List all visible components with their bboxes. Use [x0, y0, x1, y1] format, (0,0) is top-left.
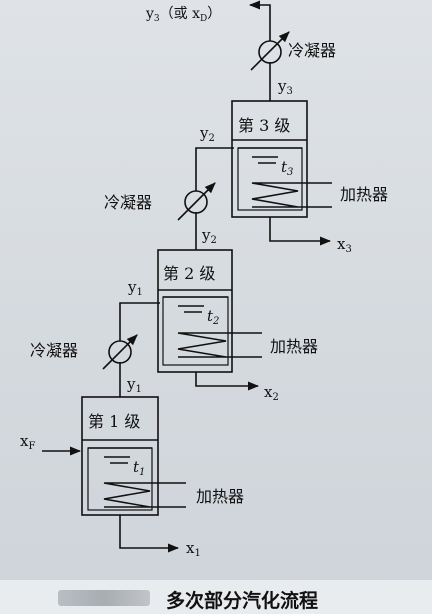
stage-2-heater-coil: [177, 332, 262, 358]
figure-caption: 多次部分汽化流程: [166, 590, 319, 612]
final-product-label: y3（或 xD）: [145, 6, 221, 24]
y2-bottom-label: y2: [201, 226, 217, 246]
y1-bottom-label: y1: [126, 375, 142, 395]
y3-mid-label: y3: [277, 77, 293, 97]
figure-number-smudge: [58, 590, 150, 606]
y2-top-label: y2: [199, 124, 215, 144]
x1-outlet: [119, 515, 180, 553]
stage-1-temp: t1: [133, 458, 145, 478]
stage-2-temp: t2: [207, 307, 219, 327]
stage-1-title: 第 1 级: [88, 412, 140, 431]
stage-1-heater-label: 加热器: [196, 487, 244, 506]
condenser-3-label: 冷凝器: [288, 41, 336, 60]
stage-1-heater-coil: [103, 482, 186, 508]
final-vapor-outlet: [248, 0, 271, 41]
condenser-2-label: 冷凝器: [104, 193, 152, 212]
condenser-1-label: 冷凝器: [30, 341, 78, 360]
stage-3-temp: t3: [281, 158, 293, 178]
stage-3-heater-label: 加热器: [340, 185, 388, 204]
x2-label: x2: [264, 383, 279, 403]
x2-outlet: [195, 372, 260, 391]
stage-2-heater-label: 加热器: [270, 337, 318, 356]
stage-3-title: 第 3 级: [238, 116, 290, 135]
x3-outlet: [269, 217, 332, 246]
stage-2-vessel: [157, 249, 262, 373]
stage-2-title: 第 2 级: [163, 264, 215, 283]
x3-label: x3: [337, 235, 352, 255]
stage-3-heater-coil: [251, 182, 332, 208]
process-flow-diagram: 第 1 级 第 2 级 第 3 级 t1 t2 t3 加热器 加热器 加热器 冷…: [20, 0, 388, 559]
y1-top-label: y1: [127, 278, 143, 298]
feed-label: xF: [20, 432, 35, 452]
x1-label: x1: [186, 539, 201, 559]
